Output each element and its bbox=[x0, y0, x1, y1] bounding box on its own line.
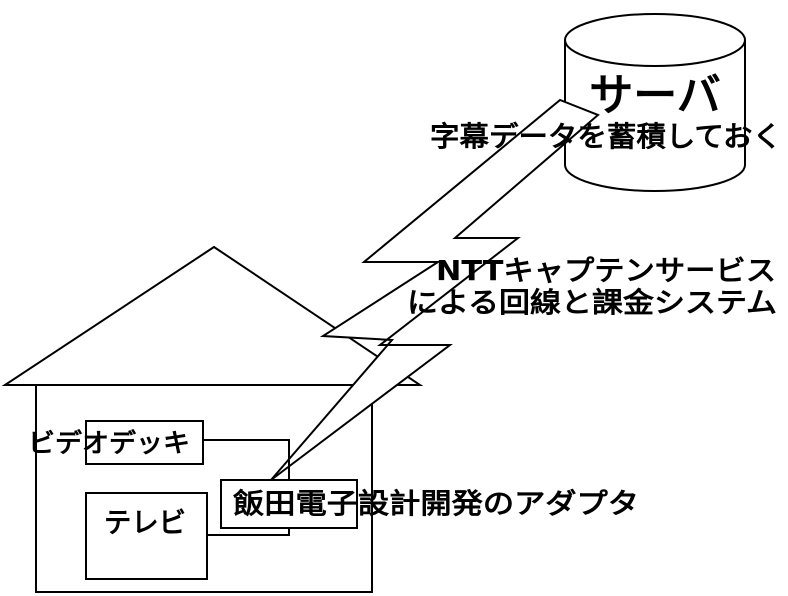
network-lightning-bolt bbox=[270, 98, 600, 481]
cable-tv-to-adapter bbox=[207, 528, 290, 536]
cable-video-to-adapter bbox=[203, 439, 290, 480]
tv-box bbox=[85, 492, 208, 580]
video-deck-label: ビデオデッキ bbox=[28, 428, 190, 459]
house-body bbox=[35, 384, 373, 593]
adapter-box bbox=[220, 479, 358, 529]
server-caption: 字幕データを蓄積しておく bbox=[430, 120, 782, 153]
video-deck-box bbox=[85, 420, 204, 465]
network-label-line1: NTTキャプテンサービス bbox=[436, 254, 776, 287]
server-cylinder bbox=[564, 13, 746, 192]
tv-label: テレビ bbox=[104, 506, 186, 539]
house bbox=[1, 245, 424, 593]
adapter-label: 飯田電子設計開発のアダプタ bbox=[233, 487, 639, 520]
network-label-line2: による回線と課金システム bbox=[407, 286, 777, 319]
server-title: サーバ bbox=[589, 70, 721, 121]
